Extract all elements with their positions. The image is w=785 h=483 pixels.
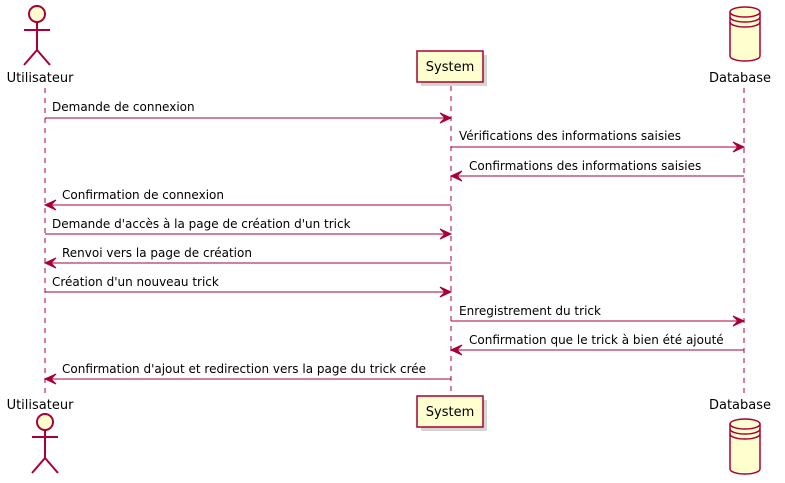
arrowhead-right (732, 141, 746, 153)
message-label-3: Confirmations des informations saisies (469, 159, 701, 173)
arrowhead-right (732, 315, 746, 327)
message-3: Confirmations des informations saisies (449, 159, 744, 182)
participant-box-system-bottom (416, 395, 484, 428)
message-label-8: Enregistrement du trick (459, 304, 601, 318)
actor-utilisateur-top: Utilisateur (7, 5, 75, 86)
arrowhead-left (449, 344, 463, 356)
participant-label-system-top: System (426, 60, 474, 75)
message-9: Confirmation que le trick à bien été ajo… (449, 333, 744, 356)
participant-system-top: System (416, 50, 487, 86)
participant-system-bottom: System (416, 395, 487, 431)
message-8: Enregistrement du trick (451, 304, 746, 327)
arrowhead-left (43, 199, 57, 211)
message-2: Vérifications des informations saisies (451, 129, 746, 153)
database-cylinder-icon (729, 418, 761, 475)
actor-utilisateur-bottom: Utilisateur (7, 398, 75, 474)
participant-database-top: Database (709, 6, 771, 86)
message-label-1: Demande de connexion (52, 100, 195, 114)
arrowhead-left (43, 373, 57, 385)
participant-label-utilisateur-bottom: Utilisateur (7, 398, 75, 413)
message-label-10: Confirmation d'ajout et redirection vers… (62, 362, 426, 376)
participant-label-database-bottom: Database (709, 398, 771, 413)
message-7: Création d'un nouveau trick (45, 275, 453, 298)
participant-label-database-top: Database (709, 71, 771, 86)
participant-label-utilisateur-top: Utilisateur (7, 71, 75, 86)
message-6: Renvoi vers la page de création (43, 246, 451, 269)
message-label-9: Confirmation que le trick à bien été ajo… (469, 333, 724, 347)
participant-box-system-top (416, 50, 484, 83)
arrowhead-left (43, 257, 57, 269)
message-4: Confirmation de connexion (43, 188, 451, 211)
actor-stick-figure-icon (23, 5, 51, 66)
message-label-6: Renvoi vers la page de création (62, 246, 252, 260)
database-cylinder-icon (729, 6, 761, 62)
message-5: Demande d'accès à la page de création d'… (45, 217, 453, 240)
participant-label-system-bottom: System (426, 405, 474, 420)
message-label-5: Demande d'accès à la page de création d'… (52, 217, 351, 231)
message-label-7: Création d'un nouveau trick (52, 275, 219, 289)
arrowhead-right (439, 112, 453, 124)
message-10: Confirmation d'ajout et redirection vers… (43, 362, 451, 385)
message-label-2: Vérifications des informations saisies (459, 129, 681, 143)
participant-database-bottom: Database (709, 398, 771, 475)
message-1: Demande de connexion (45, 100, 453, 124)
arrowhead-right (439, 228, 453, 240)
arrowhead-right (439, 286, 453, 298)
arrowhead-left (449, 170, 463, 182)
actor-stick-figure-icon (31, 413, 59, 474)
message-label-4: Confirmation de connexion (62, 188, 224, 202)
